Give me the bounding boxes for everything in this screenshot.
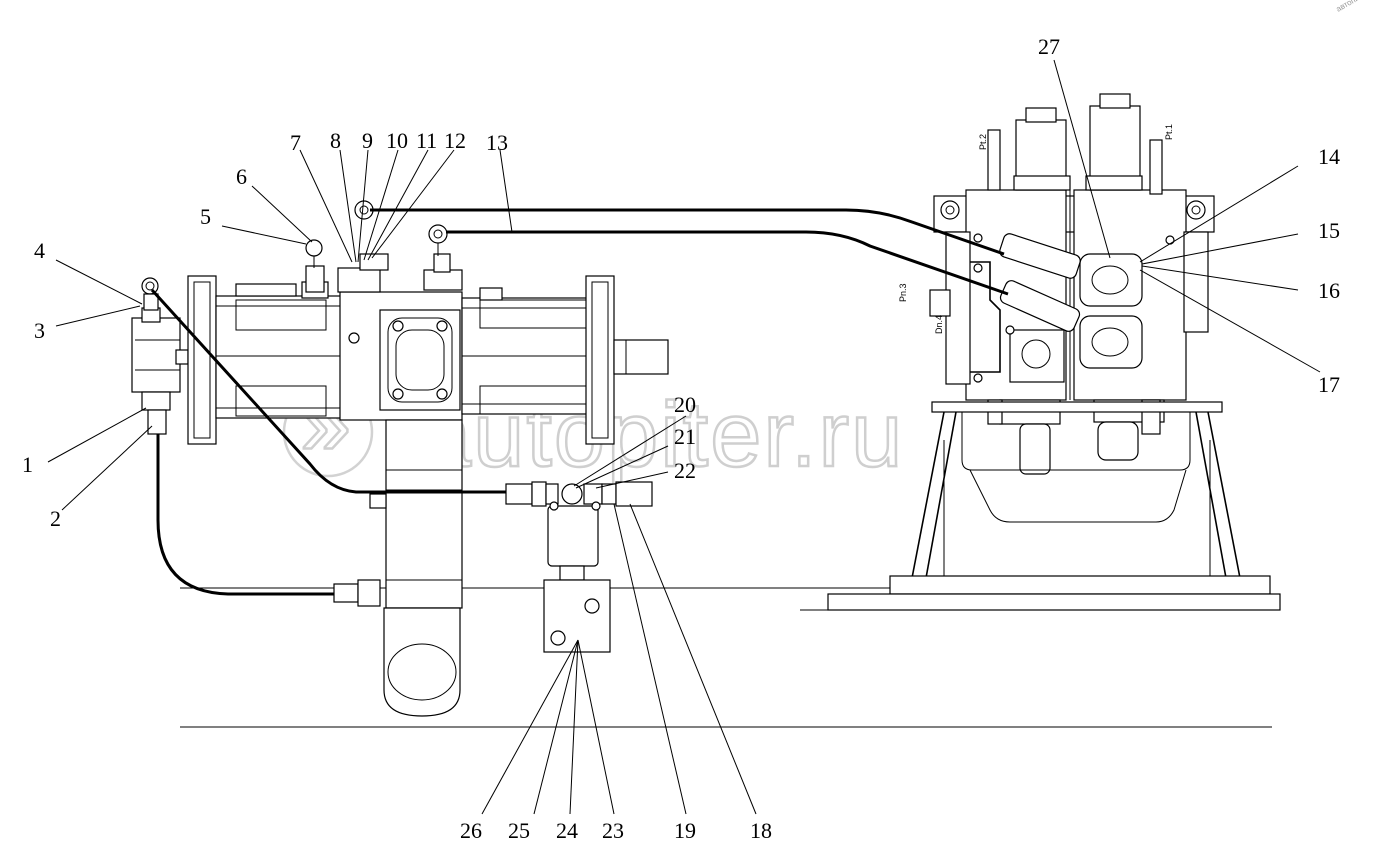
callout-6: 6 <box>236 164 247 189</box>
callout-2: 2 <box>50 506 61 531</box>
callout-14: 14 <box>1318 144 1340 169</box>
callout-19: 19 <box>674 818 696 843</box>
hoses <box>150 208 1009 596</box>
filter-assembly <box>505 481 653 653</box>
valve-stand <box>800 401 1281 611</box>
callout-27: 27 <box>1038 34 1060 59</box>
vertical-column <box>369 419 463 717</box>
port-label-pn3: Pn.3 <box>898 283 908 302</box>
callout-7: 7 <box>290 130 301 155</box>
callout-16: 16 <box>1318 278 1340 303</box>
watermark-corner-text: автопитер <box>1335 0 1373 14</box>
callout-23: 23 <box>602 818 624 843</box>
callout-25: 25 <box>508 818 530 843</box>
port-label-pt1: Pt.1 <box>1164 124 1174 140</box>
callout-10: 10 <box>386 128 408 153</box>
callout-22: 22 <box>674 458 696 483</box>
low-hose-fitting <box>333 579 381 607</box>
callout-9: 9 <box>362 128 373 153</box>
callout-1: 1 <box>22 452 33 477</box>
right-cylinder <box>461 275 669 445</box>
callout-20: 20 <box>674 392 696 417</box>
callout-21: 21 <box>674 424 696 449</box>
callout-11: 11 <box>416 128 437 153</box>
leader-lines <box>47 59 1321 815</box>
hose-connector-upper <box>999 233 1081 279</box>
callout-numbers: 1 2 3 4 5 6 7 8 9 10 11 12 13 14 15 16 1… <box>22 34 1340 843</box>
port-label-pt2: Pt.2 <box>978 134 988 150</box>
callout-4: 4 <box>34 238 45 263</box>
callout-5: 5 <box>200 204 211 229</box>
callout-15: 15 <box>1318 218 1340 243</box>
valve-block: Pt.2 Pt.1 Pn.3 Dn.4 <box>898 93 1215 475</box>
pump-unit <box>131 277 189 435</box>
callout-12: 12 <box>444 128 466 153</box>
callout-26: 26 <box>460 818 482 843</box>
port-label-dn4: Dn.4 <box>934 315 944 334</box>
callout-13: 13 <box>486 130 508 155</box>
callout-18: 18 <box>750 818 772 843</box>
callout-17: 17 <box>1318 372 1340 397</box>
central-gearbox <box>305 200 463 421</box>
callout-8: 8 <box>330 128 341 153</box>
callout-3: 3 <box>34 318 45 343</box>
motor-housing <box>187 275 345 445</box>
hose-connector-lower <box>999 280 1081 332</box>
callout-24: 24 <box>556 818 578 843</box>
